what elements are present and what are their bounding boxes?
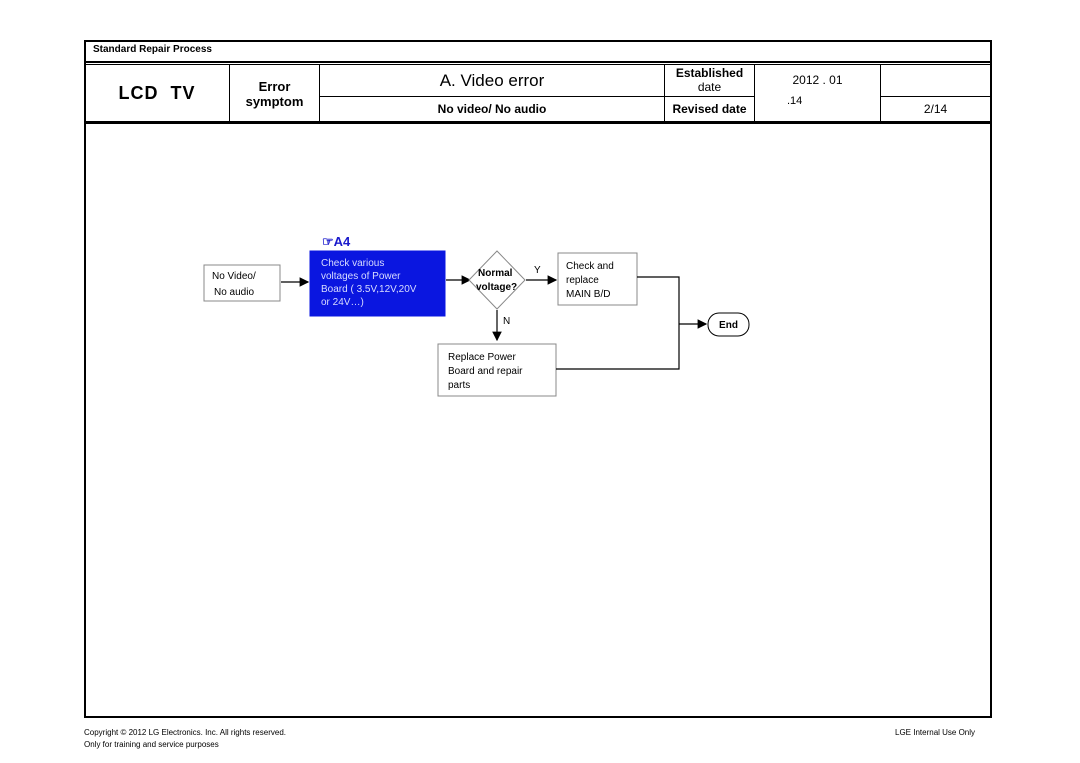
divider — [880, 64, 881, 121]
replace-power-box — [437, 343, 557, 397]
connector-line — [637, 276, 680, 324]
replace-power-text: Replace Power — [448, 352, 516, 363]
no-label: N — [503, 316, 510, 327]
product-label: LCD TV — [118, 82, 196, 103]
yes-label: Y — [534, 265, 541, 276]
copyright-text: Copyright © 2012 LG Electronics. Inc. Al… — [84, 728, 286, 737]
replace-main-text: replace — [566, 275, 599, 286]
end-terminal — [707, 312, 750, 337]
page-title: A. Video error — [439, 70, 545, 90]
decision-text: voltage? — [476, 282, 517, 293]
header-divider — [86, 64, 990, 65]
replace-main-text: Check and — [566, 261, 614, 272]
header-bottom-rule — [86, 121, 990, 124]
internal-use-text: LGE Internal Use Only — [895, 728, 976, 737]
established-label-date: date — [697, 80, 722, 94]
connector-line — [556, 324, 680, 370]
divider — [754, 64, 755, 121]
ref-marker[interactable]: ☞A4 — [322, 234, 351, 249]
page-number: 2/14 — [923, 102, 948, 116]
end-text: End — [719, 320, 738, 331]
start-box — [203, 264, 281, 302]
replace-power-text: parts — [448, 380, 470, 391]
header-top-row — [86, 42, 990, 63]
purpose-text: Only for training and service purposes — [84, 740, 219, 749]
revised-label: Revised date — [672, 102, 747, 116]
divider — [665, 96, 754, 97]
replace-main-text: MAIN B/D — [566, 289, 610, 300]
established-value-continued: .14 — [787, 95, 803, 107]
divider — [881, 96, 990, 97]
error-label: Error — [258, 78, 291, 94]
check-text: Board ( 3.5V,12V,20V — [321, 284, 417, 295]
check-text: or 24V…) — [321, 297, 364, 308]
start-text: No Video/ — [212, 271, 256, 282]
established-label: Established — [675, 66, 744, 80]
symptom-label: symptom — [245, 93, 304, 109]
page-frame — [84, 40, 992, 718]
divider — [229, 64, 230, 121]
check-voltage-box — [309, 250, 446, 317]
page-subtitle: No video/ No audio — [437, 102, 547, 116]
replace-power-text: Board and repair — [448, 366, 523, 377]
divider — [664, 64, 665, 121]
established-value: 2012 . 01 — [792, 73, 843, 87]
divider — [320, 96, 664, 97]
replace-main-box — [557, 252, 638, 306]
start-text: No audio — [214, 287, 254, 298]
decision-text: Normal — [478, 268, 513, 279]
check-text: Check various — [321, 258, 384, 269]
check-text: voltages of Power — [321, 271, 401, 282]
divider — [319, 64, 320, 121]
decision-diamond — [468, 250, 526, 310]
process-title: Standard Repair Process — [93, 44, 212, 55]
